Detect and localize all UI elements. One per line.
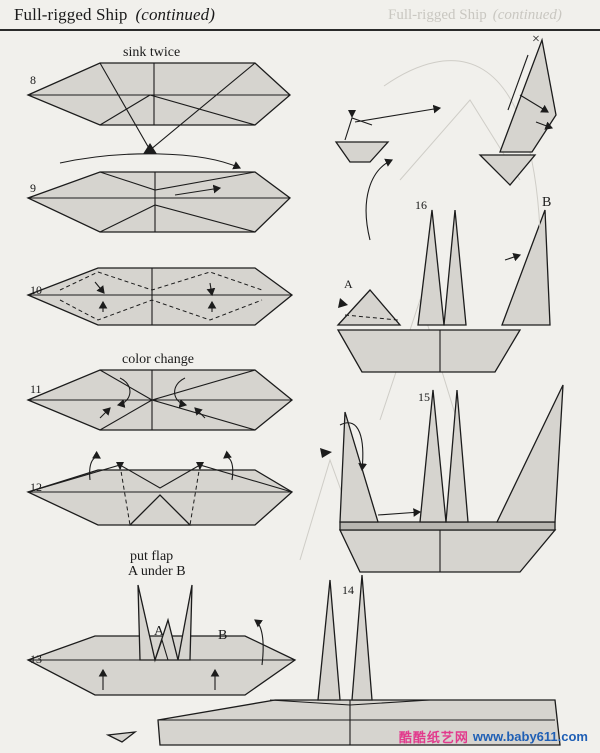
upper-right-details <box>334 37 557 231</box>
title-text: Full-rigged Ship <box>14 5 128 24</box>
step-number-11: 11 <box>30 382 42 396</box>
page-header: Full-rigged Ship (continued) Full-rigged … <box>0 0 600 32</box>
step-8-diagram <box>26 62 291 154</box>
step-number-12: 12 <box>30 480 42 494</box>
header-rule <box>0 29 600 31</box>
instruction-put-flap-2: A under B <box>128 564 186 579</box>
page-title: Full-rigged Ship (continued) <box>14 5 215 25</box>
flap-label-b-step16: B <box>542 195 552 210</box>
sink-mark-8 <box>143 143 157 154</box>
step-12-diagram <box>26 450 294 526</box>
instruction-sink-twice: sink twice <box>123 45 181 60</box>
watermark-logo: 酷酷纸艺网 <box>398 729 469 745</box>
show-through-title: Full-rigged Ship (continued) <box>388 7 562 24</box>
step-14-diagram <box>157 574 561 746</box>
step-number-10: 10 <box>30 283 42 297</box>
ghost-title-continued: (continued) <box>492 7 562 23</box>
step-13-diagram <box>26 584 297 743</box>
ghost-title-text: Full-rigged Ship <box>388 7 487 23</box>
instruction-put-flap-1: put flap <box>130 549 174 564</box>
step-15-diagram <box>320 384 564 573</box>
flap-label-a-step16: A <box>344 277 353 291</box>
step-number-13: 13 <box>30 652 42 666</box>
step-number-15: 15 <box>418 390 430 404</box>
instruction-color-change: color change <box>122 352 194 367</box>
step-16-diagram <box>336 158 551 373</box>
site-watermark: 酷酷纸艺网 www.baby611.com <box>399 725 588 747</box>
x-mark: × <box>532 32 540 47</box>
step-number-16: 16 <box>415 198 427 212</box>
flap-label-b-step13: B <box>218 628 228 643</box>
flap-label-a-step13: A <box>154 624 165 639</box>
step-number-9: 9 <box>30 181 36 195</box>
title-continued: (continued) <box>135 5 215 24</box>
watermark-url: www.baby611.com <box>472 728 588 744</box>
step-9-diagram <box>26 153 292 233</box>
step-10-diagram <box>26 267 294 326</box>
step-11-diagram <box>26 369 294 431</box>
step-number-14: 14 <box>342 583 354 597</box>
step-number-8: 8 <box>30 73 36 87</box>
